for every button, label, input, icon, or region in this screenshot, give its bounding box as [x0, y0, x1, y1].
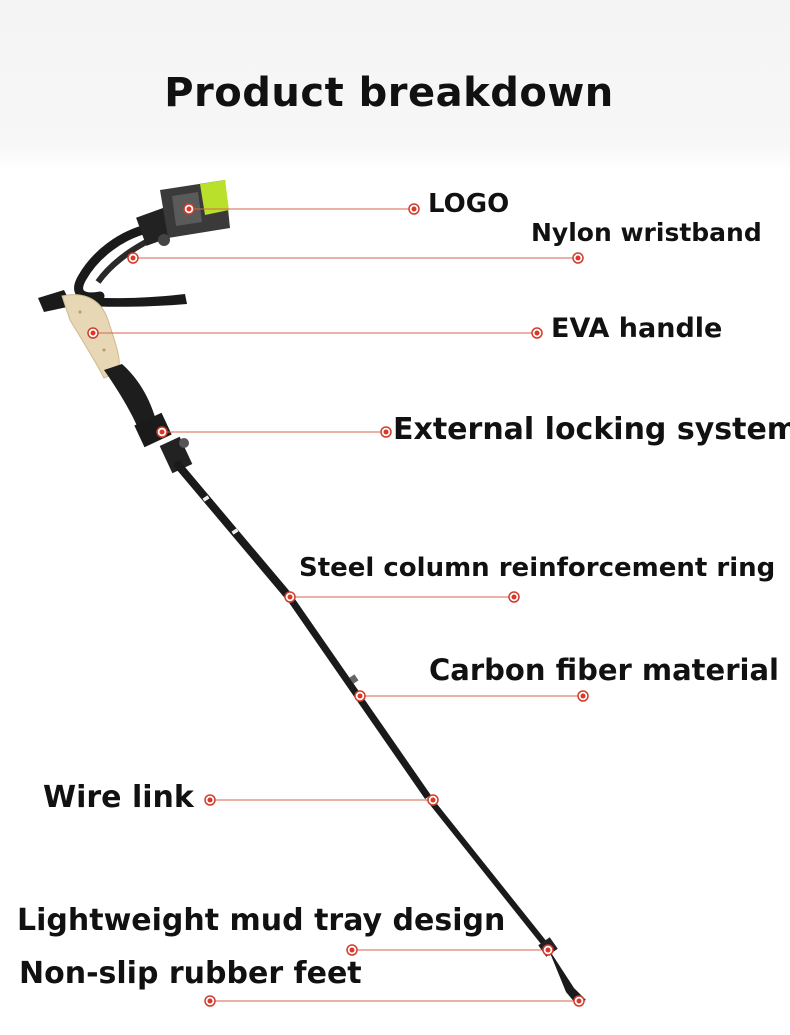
label-wire: Wire link: [43, 780, 194, 815]
dot-feet-label: [204, 995, 216, 1007]
dot-carbon-label: [577, 690, 589, 702]
lower-grip: [104, 364, 156, 428]
dot-logo-label: [408, 203, 420, 215]
pole-shaft: [174, 461, 551, 951]
label-lock: External locking system: [393, 412, 790, 447]
dot-wire-label: [204, 794, 216, 806]
dot-mud-tray-label: [346, 944, 358, 956]
locking-clamp: [134, 412, 193, 474]
label-wristband: Nylon wristband: [531, 218, 762, 247]
label-ring: Steel column reinforcement ring: [299, 553, 776, 583]
header-band: [0, 0, 790, 170]
label-logo: LOGO: [428, 189, 510, 219]
dot-carbon-pole: [354, 690, 366, 702]
page-title: Product breakdown: [164, 70, 614, 116]
dot-wire-pole: [427, 794, 439, 806]
label-feet: Non-slip rubber feet: [19, 956, 362, 991]
dot-lock-pole: [156, 426, 168, 438]
dot-mud-tray-pole: [542, 944, 554, 956]
leader-lines: [93, 208, 583, 1002]
dot-wristband-pole: [127, 252, 139, 264]
dot-feet-pole: [573, 995, 585, 1007]
label-carbon: Carbon fiber material: [429, 653, 779, 687]
dot-ring-pole: [284, 591, 296, 603]
dot-handle-label: [531, 327, 543, 339]
dot-wristband-label: [572, 252, 584, 264]
label-mud-tray: Lightweight mud tray design: [17, 903, 506, 938]
label-handle: EVA handle: [551, 313, 723, 344]
dot-handle-pole: [87, 327, 99, 339]
dot-ring-label: [508, 591, 520, 603]
callout-dots: [87, 203, 589, 1007]
dot-logo-pole: [183, 203, 195, 215]
dot-lock-label: [380, 426, 392, 438]
